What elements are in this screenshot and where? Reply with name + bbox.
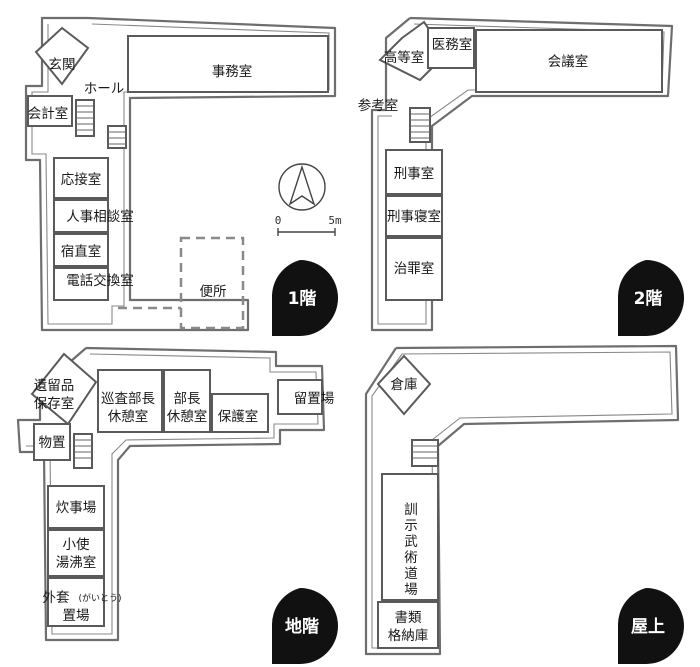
label-koshi-2: 湯沸室 [56, 554, 97, 571]
floor-1-stair [75, 99, 127, 149]
label-kunji-3: 武 [404, 534, 418, 550]
label-benjo: 便所 [200, 284, 227, 300]
label-koshi-1: 小使 [63, 536, 90, 553]
room-koshi [47, 529, 105, 577]
room-osetsu [53, 157, 109, 199]
label-iryu-1: 遺留品 [34, 378, 75, 394]
floor-2-plan: 高等室 医務室 会議室 参考室 刑事室 刑事寝室 治罪室 2階 [358, 16, 685, 336]
label-imu: 医務室 [432, 36, 473, 53]
label-ryuchi: 留置場 [294, 391, 335, 407]
room-gaito [47, 577, 105, 627]
label-bucho-1: 部長 [174, 391, 201, 407]
room-jimushitsu [127, 35, 329, 93]
basement-badge-text: 地階 [285, 616, 319, 637]
floor-2-badge: 2階 [617, 259, 685, 336]
label-jimushitsu: 事務室 [212, 63, 253, 80]
label-bucho-2: 休憩室 [167, 408, 208, 425]
floor-2-badge-text: 2階 [634, 289, 663, 309]
room-kaikei [27, 95, 73, 127]
room-chian [385, 237, 443, 301]
basement-plan: 遺留品 保存室 巡査部長 休憩室 部長 休憩室 保護室 留置場 物置 炊事場 小… [16, 346, 338, 664]
room-bucho [163, 369, 211, 433]
label-junsa-2: 休憩室 [108, 408, 149, 425]
roof-badge: 屋上 [617, 588, 684, 664]
label-genkan: 玄関 [49, 56, 76, 73]
room-monooki [33, 423, 71, 461]
room-keiji [385, 149, 443, 195]
label-suiji: 炊事場 [56, 500, 97, 516]
label-osetsu: 応接室 [61, 171, 102, 188]
roof-plan: 倉庫 訓 示 武 術 道 場 書類 格納庫 屋上 [364, 344, 684, 664]
floor-2-stair [409, 107, 431, 143]
label-soko: 倉庫 [391, 377, 418, 393]
floor-2-outer-wall [370, 16, 674, 332]
floor-1-plan: 玄関 ホール 事務室 会計室 応接室 人事相談室 宿直室 電話交換室 便所 0 … [24, 16, 342, 336]
basement-stair [73, 433, 93, 469]
scale-bar: 0 5m [275, 214, 342, 236]
label-keiji: 刑事室 [394, 165, 435, 182]
floor-1-outer-wall [24, 16, 337, 332]
room-denwa [53, 267, 109, 301]
label-iryu-2: 保存室 [34, 395, 75, 412]
label-kunji-1: 訓 [404, 502, 418, 518]
room-jinji [53, 199, 109, 233]
scale-five: 5m [328, 214, 342, 227]
floor-1-badge-text: 1階 [288, 289, 317, 309]
room-junsa [97, 369, 163, 433]
label-kunji-4: 術 [404, 550, 418, 566]
room-suiji [47, 485, 105, 529]
room-soko [376, 354, 432, 416]
label-jinji: 人事相談室 [66, 208, 134, 225]
label-shorui-1: 書類 [395, 610, 422, 626]
room-kunji [381, 473, 439, 601]
room-ryuchi [277, 379, 323, 415]
floor-1-badge: 1階 [271, 259, 339, 336]
room-keijishin [385, 195, 443, 237]
basement-badge: 地階 [271, 588, 338, 664]
basement-outer-wall [16, 346, 326, 642]
label-koto: 高等室 [384, 49, 425, 66]
label-gaito-kana: (がいとう) [78, 592, 121, 604]
label-gaito-1: 外套 [43, 590, 70, 606]
label-shukuchoku: 宿直室 [61, 243, 102, 260]
room-kaigi [475, 29, 663, 93]
label-gaito-2: 置場 [63, 608, 90, 624]
label-junsa-1: 巡査部長 [101, 391, 155, 407]
basement-inner-wall [26, 353, 319, 635]
scale-zero: 0 [275, 214, 282, 227]
roof-badge-text: 屋上 [631, 617, 665, 637]
label-shorui-2: 格納庫 [388, 628, 429, 644]
room-benjo [179, 236, 245, 330]
label-sanko: 参考室 [358, 97, 399, 114]
label-kunji-2: 示 [404, 518, 418, 534]
label-keijishin: 刑事寝室 [387, 208, 441, 225]
label-kaigi: 会議室 [548, 53, 589, 70]
north-arrow-icon [278, 163, 326, 211]
room-shukuchoku [53, 233, 109, 267]
label-chian: 治罪室 [394, 260, 435, 277]
label-kunji-5: 道 [404, 566, 418, 582]
label-hall: ホール [84, 81, 125, 97]
label-kaikei: 会計室 [28, 105, 69, 122]
label-monooki: 物置 [39, 435, 66, 451]
label-denwa: 電話交換室 [66, 272, 134, 289]
room-imu [427, 27, 475, 69]
label-kunji-6: 場 [404, 582, 418, 598]
roof-stair [411, 439, 439, 467]
room-hogo [211, 393, 269, 433]
room-shorui [377, 601, 439, 649]
label-hogo: 保護室 [218, 408, 259, 425]
room-genkan [34, 26, 90, 86]
